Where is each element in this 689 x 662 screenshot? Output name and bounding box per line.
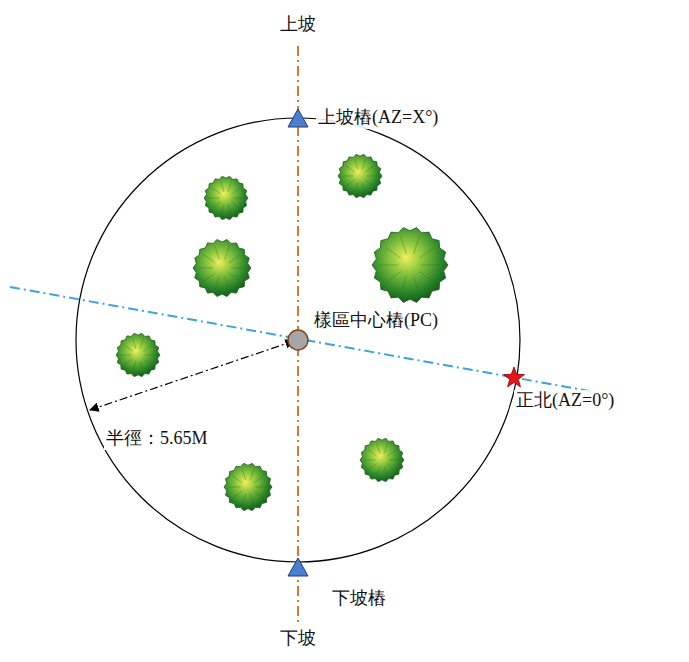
tree-texture xyxy=(133,361,136,371)
tree-texture xyxy=(228,204,231,214)
tree-texture xyxy=(203,254,215,263)
tree-texture xyxy=(225,276,229,290)
tree-texture xyxy=(229,254,241,263)
tree-texture xyxy=(414,276,420,294)
trees xyxy=(116,154,448,510)
tree-crown xyxy=(193,239,251,296)
tree-texture xyxy=(124,345,133,351)
tree-texture xyxy=(231,202,240,208)
stake-triangle xyxy=(288,558,308,576)
tree-crown xyxy=(224,463,272,510)
tree-crown xyxy=(116,333,160,376)
tree-texture xyxy=(362,182,365,192)
tree-texture xyxy=(231,268,246,269)
tree-texture xyxy=(212,202,221,208)
tree-texture xyxy=(225,246,229,260)
stake-label: 下坡樁 xyxy=(330,588,388,610)
tree-texture xyxy=(367,176,378,177)
tree-texture xyxy=(203,273,215,282)
tree-texture xyxy=(145,355,156,356)
tree-texture xyxy=(221,204,224,214)
tree-texture xyxy=(140,338,143,348)
tree-texture xyxy=(377,443,380,453)
upslope-direction: 上坡 xyxy=(278,14,318,36)
stake-dot xyxy=(288,330,308,350)
tree-crown xyxy=(338,154,382,197)
tree-texture xyxy=(140,361,143,371)
tree-texture xyxy=(401,276,407,294)
stake-label: 正北(AZ=0°) xyxy=(514,390,616,412)
north-axis xyxy=(10,287,595,392)
tree-texture xyxy=(387,450,396,456)
north-star xyxy=(504,367,525,387)
tree-texture xyxy=(208,198,219,199)
radius-dimension-label: 半徑：5.65M xyxy=(104,428,210,450)
tree-texture xyxy=(368,450,377,456)
tree-texture xyxy=(419,272,434,283)
tree-texture xyxy=(229,273,241,282)
tree-texture xyxy=(120,355,131,356)
tree-texture xyxy=(233,198,244,199)
tree-texture xyxy=(212,188,221,194)
tree-texture xyxy=(387,464,396,470)
tree-texture xyxy=(215,246,219,260)
tree-texture xyxy=(421,265,440,266)
tree-crown xyxy=(360,438,404,481)
tree-texture xyxy=(414,236,420,254)
tree-texture xyxy=(364,460,375,461)
tree-texture xyxy=(385,272,400,283)
tree-texture xyxy=(250,494,254,505)
tree-texture xyxy=(362,159,365,169)
tree-texture xyxy=(385,247,400,258)
tree-texture xyxy=(242,469,246,480)
tree-texture xyxy=(346,180,355,186)
stake-triangle xyxy=(283,553,313,583)
tree-texture xyxy=(380,265,399,266)
tree-crown xyxy=(372,228,448,303)
stake-label: 樣區中心樁(PC) xyxy=(312,310,440,332)
tree-texture xyxy=(254,476,264,483)
tree-texture xyxy=(384,443,387,453)
tree-texture xyxy=(232,491,242,498)
tree-crown xyxy=(204,176,248,219)
stake-label: 上坡樁(AZ=X°) xyxy=(316,107,440,129)
tree-texture xyxy=(355,159,358,169)
tree-texture xyxy=(346,166,355,172)
north-star xyxy=(499,363,529,393)
stake-dot xyxy=(283,325,313,355)
stake-triangle xyxy=(283,104,313,134)
tree-texture xyxy=(419,247,434,258)
tree-texture xyxy=(250,469,254,480)
tree-texture xyxy=(124,359,133,365)
tree-texture xyxy=(255,487,267,488)
tree-texture xyxy=(365,180,374,186)
tree-texture xyxy=(384,466,387,476)
tree-texture xyxy=(229,487,241,488)
tree-texture xyxy=(254,491,264,498)
tree-texture xyxy=(199,268,214,269)
tree-texture xyxy=(143,345,152,351)
tree-texture xyxy=(143,359,152,365)
tree-texture xyxy=(215,276,219,290)
tree-texture xyxy=(133,338,136,348)
stake-triangle xyxy=(288,109,308,127)
tree-texture xyxy=(228,181,231,191)
tree-texture xyxy=(232,476,242,483)
tree-texture xyxy=(377,466,380,476)
tree-texture xyxy=(365,166,374,172)
tree-texture xyxy=(231,188,240,194)
tree-texture xyxy=(242,494,246,505)
tree-texture xyxy=(355,182,358,192)
tree-texture xyxy=(389,460,400,461)
tree-texture xyxy=(368,464,377,470)
tree-texture xyxy=(221,181,224,191)
downslope-direction: 下坡 xyxy=(278,628,318,650)
tree-texture xyxy=(342,176,353,177)
tree-texture xyxy=(401,236,407,254)
